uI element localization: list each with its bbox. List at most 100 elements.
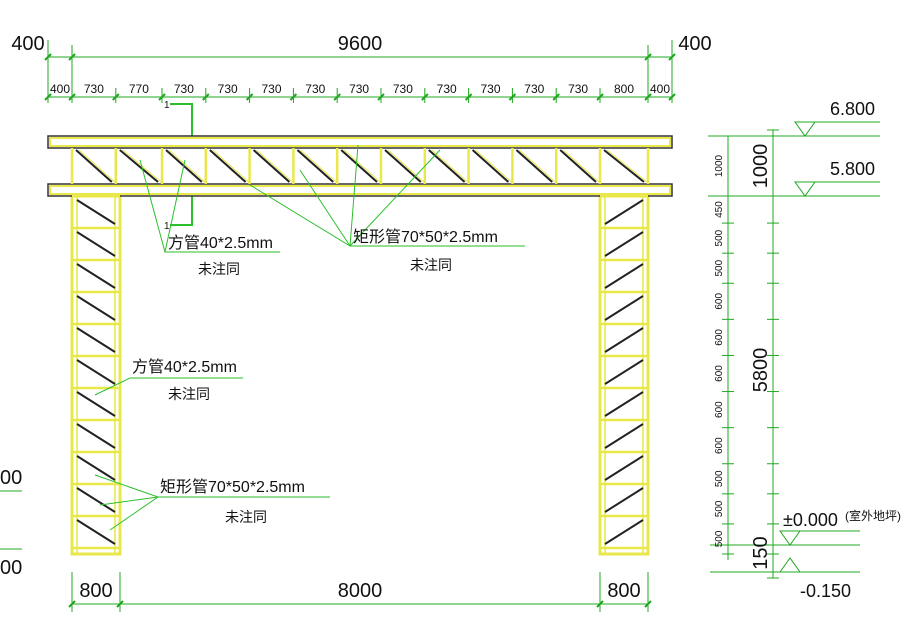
- bottom-dimension-chain: 800 8000 800: [68, 572, 652, 612]
- column-brace: [76, 359, 116, 385]
- vertical-dim-label: 600: [714, 437, 725, 454]
- beam-brace-edge: [387, 149, 425, 183]
- column-brace: [604, 295, 644, 321]
- segment-label: 730: [218, 82, 238, 96]
- note-square-tube-1: 方管40*2.5mm: [168, 234, 273, 252]
- note-rect-tube-1: 矩形管70*50*2.5mm: [353, 228, 498, 246]
- note-rect-tube-2: 矩形管70*50*2.5mm: [160, 478, 305, 496]
- leader-lines: [94, 144, 525, 531]
- beam-brace: [75, 149, 113, 183]
- column-brace: [604, 487, 644, 513]
- segment-tick-mark: [44, 93, 52, 101]
- beam-brace: [471, 149, 510, 183]
- beam-brace-edge: [78, 149, 116, 183]
- segment-label: 730: [524, 82, 544, 96]
- segment-tick-mark: [158, 93, 166, 101]
- elevation-markers: 6.800 5.800 ±0.000 (室外地坪) -0.150: [708, 99, 901, 601]
- column-brace: [76, 295, 116, 321]
- beam-brace-edge: [475, 149, 512, 183]
- overall-tick-mark: [644, 53, 652, 61]
- column-brace: [604, 455, 644, 481]
- elevation-mid: 5.800: [830, 159, 875, 179]
- beam-brace: [559, 149, 597, 183]
- column-brace: [604, 519, 644, 545]
- overall-tick-mark: [668, 53, 676, 61]
- vertical-dim-label: 500: [714, 500, 725, 517]
- beam-brace-edge: [212, 149, 249, 183]
- segment-label: 730: [261, 82, 281, 96]
- segment-tick-mark: [668, 93, 676, 101]
- vertical-dim-label: 1000: [714, 154, 725, 177]
- section-cut-mark: 1 1: [164, 100, 193, 232]
- beam-brace: [119, 149, 159, 183]
- dim-main-5800: 5800: [750, 348, 772, 393]
- segment-tick-mark: [112, 93, 120, 101]
- column-brace: [604, 231, 644, 257]
- dim-bottom-right: 800: [607, 580, 640, 602]
- column-brace: [604, 327, 644, 353]
- beam-brace: [603, 149, 645, 183]
- column-brace: [76, 519, 116, 545]
- segment-tick-mark: [245, 93, 254, 101]
- left-extension-label: 400: [11, 33, 44, 55]
- vertical-dim-label: 600: [714, 329, 725, 346]
- beam-brace: [296, 149, 334, 183]
- note-unless-noted-3: 未注同: [168, 386, 210, 402]
- column-brace: [76, 327, 116, 353]
- vertical-dim-label: 500: [714, 229, 725, 246]
- segment-tick-mark: [421, 93, 429, 101]
- left-partial-1: 00: [0, 467, 22, 489]
- beam-brace-edge: [168, 149, 206, 183]
- segment-tick-mark: [289, 93, 298, 101]
- section-mark-bottom: 1: [164, 221, 170, 232]
- segment-tick-mark: [377, 93, 385, 101]
- elevation-ground-note: (室外地坪): [845, 508, 901, 523]
- beam-brace-edge: [431, 149, 468, 183]
- segment-label: 400: [650, 82, 670, 96]
- elevation-bottom: -0.150: [800, 581, 851, 601]
- vertical-dim-label: 600: [714, 293, 725, 310]
- vertical-dim-label: 450: [714, 201, 725, 218]
- segment-tick-mark: [464, 93, 473, 101]
- segment-label: 730: [305, 82, 325, 96]
- segment-tick-mark: [552, 93, 560, 101]
- note-square-tube-2: 方管40*2.5mm: [132, 358, 237, 376]
- member-notes: 方管40*2.5mm 未注同 矩形管70*50*2.5mm 未注同 方管40*2…: [132, 228, 498, 525]
- column-brace: [604, 359, 644, 385]
- dim-bottom-middle: 8000: [338, 580, 383, 602]
- segment-label: 730: [480, 82, 500, 96]
- column-brace: [76, 199, 116, 225]
- beam-brace-edge: [256, 149, 293, 183]
- segment-label: 730: [393, 82, 413, 96]
- column-brace: [604, 391, 644, 417]
- column-brace: [76, 263, 116, 289]
- overall-tick-mark: [68, 53, 76, 61]
- elevation-top: 6.800: [830, 99, 875, 119]
- segment-tick-mark: [68, 93, 76, 101]
- segment-label: 770: [129, 82, 149, 96]
- column-brace: [604, 423, 644, 449]
- left-edge-partial-labels: 00 00: [0, 467, 22, 579]
- segment-tick-mark: [644, 93, 652, 101]
- column-brace: [76, 487, 116, 513]
- segment-label: 730: [174, 82, 194, 96]
- segment-label: 400: [50, 82, 70, 96]
- column-brace: [604, 263, 644, 289]
- segment-tick-mark: [508, 93, 517, 101]
- vertical-dim-label: 500: [714, 530, 725, 547]
- beam-brace: [340, 149, 378, 183]
- segment-label: 800: [614, 82, 634, 96]
- column-brace: [604, 199, 644, 225]
- segment-tick-mark: [202, 93, 210, 101]
- dim-base-150: 150: [750, 536, 772, 569]
- overall-tick-mark: [44, 53, 52, 61]
- section-mark-top: 1: [164, 100, 170, 111]
- vertical-dim-label: 600: [714, 401, 725, 418]
- beam-brace-edge: [300, 149, 337, 183]
- column-brace: [76, 423, 116, 449]
- vertical-dim-label: 500: [714, 259, 725, 276]
- beam-brace-edge: [343, 149, 381, 183]
- dim-bottom-left: 800: [79, 580, 112, 602]
